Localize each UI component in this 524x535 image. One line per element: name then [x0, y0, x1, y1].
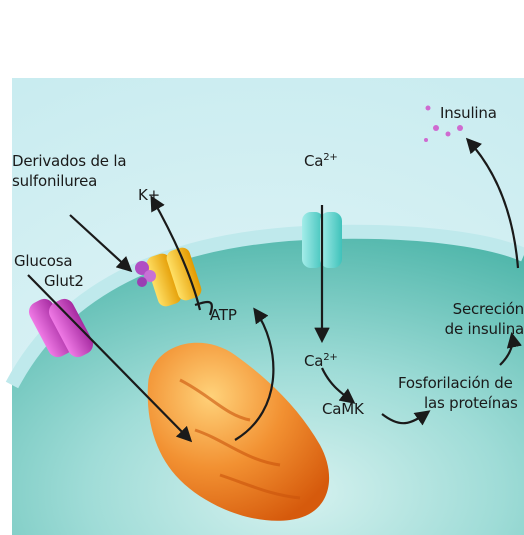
label-secrecion-line2: de insulina: [420, 320, 524, 339]
label-glucosa: Glucosa: [14, 252, 72, 271]
label-fosforilacion-line2: las proteínas: [424, 394, 518, 413]
label-ca-inner-superscript: 2+: [323, 352, 337, 363]
label-ca-intracellular: Ca2+: [304, 348, 338, 371]
label-fosforilacion-line1: Fosforilación de: [398, 374, 513, 393]
label-ca-inner-text: Ca: [304, 352, 323, 370]
label-ca-extracellular: Ca2+: [304, 148, 338, 171]
label-insulina: Insulina: [440, 104, 497, 123]
label-atp: ATP: [210, 306, 237, 325]
label-secrecion-line1: Secreción: [420, 300, 524, 319]
label-sulfonilurea-line1: Derivados de la: [12, 152, 126, 171]
label-sulfonilurea-line2: sulfonilurea: [12, 172, 97, 191]
label-camk: CaMK: [322, 400, 364, 419]
label-glut2: Glut2: [44, 272, 84, 291]
label-k-plus: K+: [138, 186, 160, 205]
label-ca-text: Ca: [304, 152, 323, 170]
label-ca-superscript: 2+: [323, 152, 337, 163]
